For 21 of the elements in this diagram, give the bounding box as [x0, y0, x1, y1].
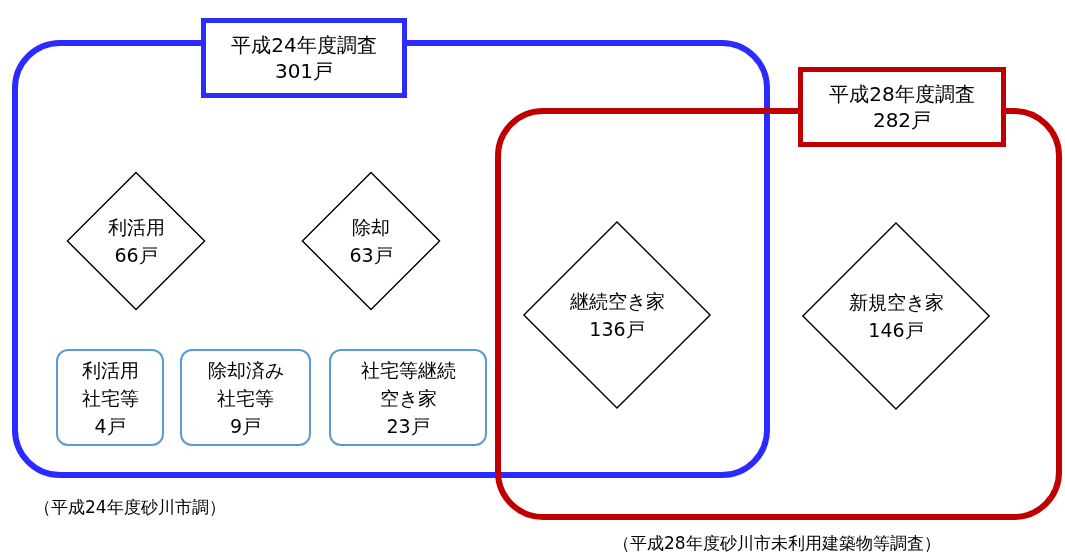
source-note: （平成28年度砂川市未利用建築物等調査） [613, 532, 941, 555]
source-note: （平成24年度砂川市調） [34, 496, 226, 519]
diamond-label: 除却 [352, 215, 390, 240]
heading-box: 平成24年度調査 301戸 [201, 18, 407, 98]
box-label: 23戸 [386, 413, 430, 439]
diamond-label: 新規空き家 [848, 290, 944, 315]
diamond-label: 63戸 [349, 243, 393, 268]
box-label: 4戸 [94, 413, 126, 439]
heading-box: 平成28年度調査 282戸 [798, 67, 1006, 147]
diamond-label: 継続空き家 [569, 289, 665, 314]
diamond-label: 146戸 [868, 318, 924, 343]
rounded-box [56, 349, 164, 446]
diamond-label: 利活用 [107, 215, 165, 240]
box-label: 社宅等継続空き家 [359, 357, 457, 411]
rounded-box [180, 349, 311, 446]
box-label: 9戸 [229, 413, 262, 439]
box-label: 除却済み社宅等 [206, 357, 285, 411]
diamond-label: 66戸 [114, 243, 158, 268]
diamond-label: 136戸 [589, 317, 645, 342]
rounded-box [329, 349, 487, 446]
box-label: 利活用社宅等 [80, 357, 140, 411]
